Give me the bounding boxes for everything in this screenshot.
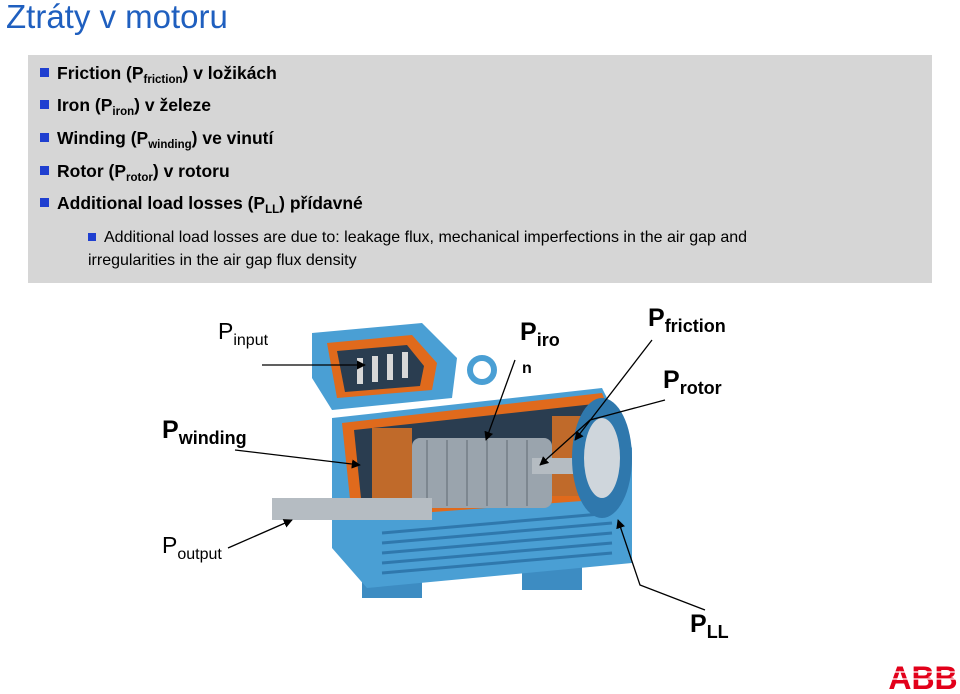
label-p-output: Poutput [162, 532, 222, 563]
abb-logo: ABB [886, 662, 960, 692]
bullet-square-icon [88, 233, 96, 241]
rotor-bars [426, 440, 528, 506]
leader-p-friction [574, 339, 653, 441]
leader-p-output [227, 519, 293, 549]
sub-bullet-additional-load: Additional load losses are due to: leaka… [88, 229, 748, 269]
bullet-square-icon [40, 100, 49, 109]
label-p-winding: Pwinding [162, 416, 247, 448]
leader-p-iron [484, 359, 516, 441]
lifting-eye [467, 355, 497, 385]
label-p-friction: Pfriction [648, 304, 726, 336]
bullet-square-icon [40, 198, 49, 207]
label-p-iron-wrap: n [522, 360, 532, 377]
leader-p-ll [616, 519, 706, 611]
label-p-iron: Piro [520, 318, 560, 350]
fan [584, 418, 620, 498]
svg-text:ABB: ABB [888, 662, 957, 692]
bullet-square-icon [40, 133, 49, 142]
stator-winding [372, 428, 412, 508]
shaft [272, 498, 432, 520]
page-title: Ztráty v motoru [6, 0, 228, 35]
leader-p-rotor [539, 399, 666, 466]
motor-cutaway-illustration [272, 323, 632, 598]
label-p-rotor: Protor [663, 366, 722, 398]
bullet-square-icon [40, 166, 49, 175]
label-p-ll: PLL [690, 610, 729, 642]
label-p-input: Pinput [218, 318, 269, 349]
cooling-fins [381, 511, 613, 575]
terminals [357, 352, 408, 384]
leader-p-winding [234, 449, 361, 469]
bullet-square-icon [40, 68, 49, 77]
